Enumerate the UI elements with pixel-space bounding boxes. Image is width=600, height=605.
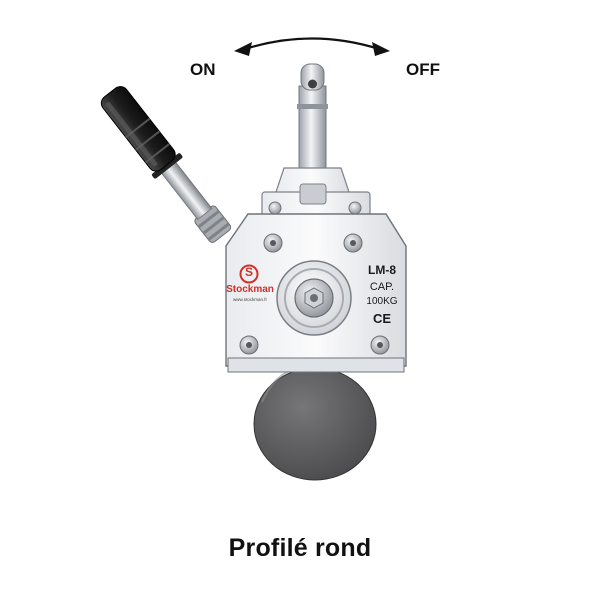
brand-website: www.stockman.fr [232,297,267,302]
model-number: LM-8 [368,263,396,277]
on-label: ON [190,60,216,79]
capacity-label: CAP. [369,281,395,293]
capacity-value: 100KG [366,296,398,307]
off-label: OFF [406,60,440,79]
lever-handle [100,86,232,243]
brand-name: Stockman [226,284,274,295]
top-collar [261,167,371,219]
ce-mark: CE [372,311,392,326]
stockman-logo [239,264,259,284]
rotor-hub [276,260,352,336]
rotation-arrow-icon [234,37,390,56]
caption: Profilé rond [228,534,372,562]
logo-letter: S [244,265,253,279]
top-shaft [297,63,328,179]
